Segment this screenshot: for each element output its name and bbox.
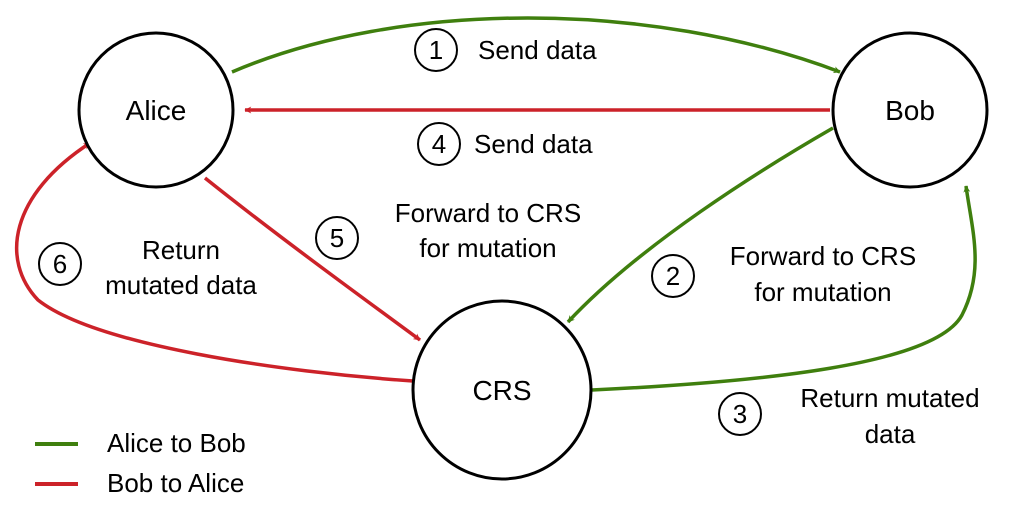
legend: Alice to Bob Bob to Alice	[35, 428, 246, 498]
step-4-label: Send data	[474, 129, 593, 159]
step-2: 2 Forward to CRS for mutation	[651, 241, 916, 307]
step-3-label-line-2: data	[865, 419, 916, 449]
step-6-number: 6	[53, 249, 67, 279]
edge-alice-to-crs-forward	[203, 176, 422, 342]
step-5-number: 5	[330, 223, 344, 253]
legend-label-bob-to-alice: Bob to Alice	[107, 468, 244, 498]
step-3: 3 Return mutated data	[718, 383, 980, 449]
step-5: 5 Forward to CRS for mutation	[315, 198, 581, 263]
step-2-label-line-2: for mutation	[754, 277, 891, 307]
node-crs-label: CRS	[472, 375, 531, 406]
step-4-number: 4	[432, 129, 446, 159]
step-1-label: Send data	[478, 35, 597, 65]
edge-crs-to-alice-return	[15, 141, 414, 383]
node-alice: Alice	[77, 31, 235, 189]
step-3-label-line-1: Return mutated	[800, 383, 979, 413]
node-bob-label: Bob	[885, 95, 935, 126]
legend-label-alice-to-bob: Alice to Bob	[107, 428, 246, 458]
step-3-number: 3	[733, 399, 747, 429]
edge-alice-to-bob-send	[231, 16, 841, 74]
step-6-label-line-1: Return	[142, 235, 220, 265]
node-bob: Bob	[831, 31, 989, 189]
step-1: 1 Send data	[414, 28, 597, 72]
step-2-label-line-1: Forward to CRS	[730, 241, 916, 271]
step-5-label-line-1: Forward to CRS	[395, 198, 581, 228]
edge-bob-to-crs-forward	[566, 126, 834, 324]
node-crs: CRS	[411, 299, 593, 481]
step-2-number: 2	[666, 261, 680, 291]
node-alice-label: Alice	[126, 95, 187, 126]
edge-crs-to-bob-return	[591, 185, 977, 392]
step-1-number: 1	[429, 35, 443, 65]
step-6-label-line-2: mutated data	[105, 270, 257, 300]
step-4: 4 Send data	[417, 122, 593, 166]
step-6: 6 Return mutated data	[38, 235, 257, 300]
step-5-label-line-2: for mutation	[419, 233, 556, 263]
